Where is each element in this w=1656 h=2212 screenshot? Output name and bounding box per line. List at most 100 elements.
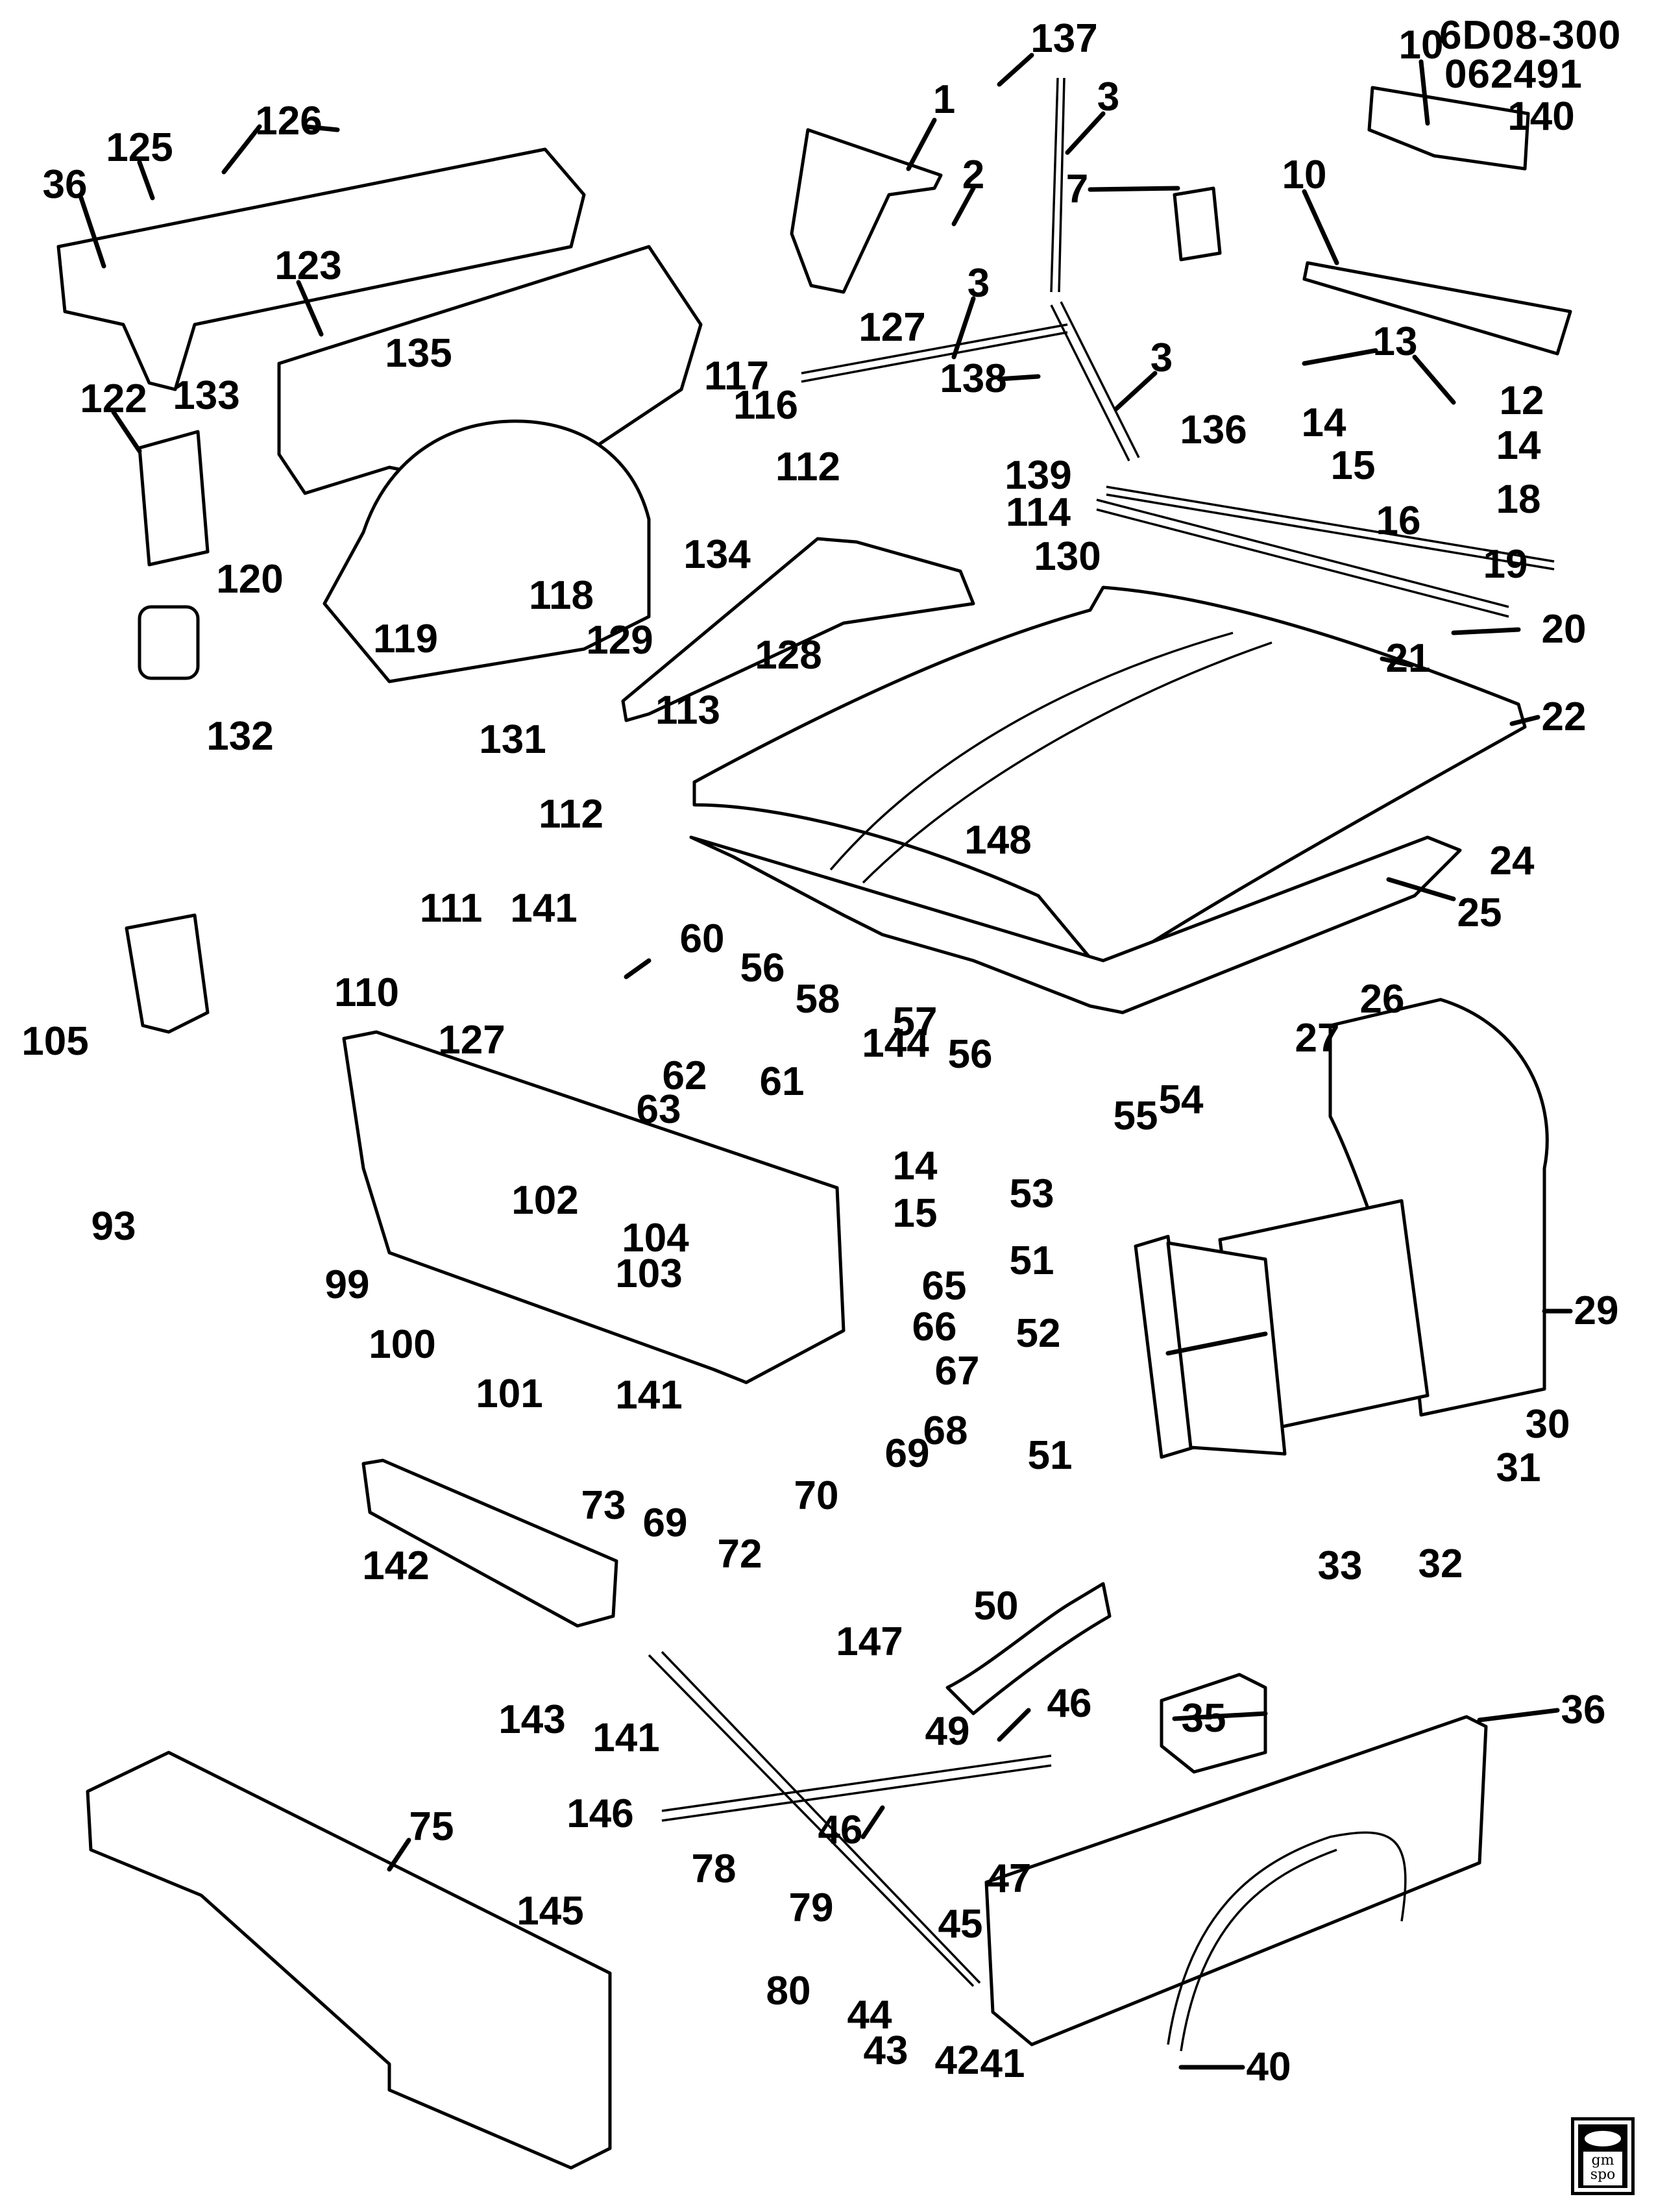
- callout-105: 105: [21, 1019, 89, 1064]
- leader-line: [1165, 1331, 1268, 1356]
- callout-42: 42: [934, 2038, 980, 2083]
- callout-14: 14: [892, 1144, 938, 1188]
- weatherstrip-upper: [1106, 485, 1555, 571]
- fan-shroud: [1328, 998, 1549, 1417]
- leader-line: [1451, 627, 1521, 635]
- callout-65: 65: [921, 1264, 967, 1309]
- weatherstrip-lower: [1096, 498, 1509, 618]
- callout-139: 139: [1005, 453, 1072, 498]
- callout-60: 60: [679, 916, 725, 961]
- callout-29: 29: [1574, 1288, 1619, 1333]
- callout-53: 53: [1009, 1172, 1054, 1216]
- callout-1: 1: [932, 77, 956, 122]
- callout-14: 14: [1301, 400, 1346, 445]
- callout-15: 15: [1330, 443, 1376, 488]
- hinge-rod-diagonal: [1050, 301, 1140, 461]
- callout-138: 138: [940, 356, 1007, 401]
- callout-143: 143: [498, 1697, 566, 1742]
- callout-58: 58: [795, 977, 840, 1022]
- leader-line: [1509, 715, 1540, 726]
- hood-brace: [621, 537, 975, 722]
- callout-21: 21: [1385, 636, 1431, 681]
- callout-69: 69: [642, 1501, 688, 1545]
- leader-line: [997, 1708, 1031, 1742]
- logo-line-2: spo: [1590, 2167, 1616, 2183]
- callout-135: 135: [385, 331, 452, 376]
- callout-78: 78: [691, 1847, 737, 1891]
- callout-100: 100: [369, 1322, 436, 1367]
- callout-3: 3: [1097, 75, 1120, 119]
- callout-47: 47: [986, 1856, 1032, 1901]
- callout-111: 111: [419, 886, 483, 931]
- leader-line: [79, 195, 106, 269]
- leader-line: [951, 186, 976, 227]
- leader-line: [1386, 877, 1456, 902]
- hood-prop-rod: [661, 1754, 1052, 1822]
- callout-24: 24: [1489, 839, 1535, 883]
- date-code: 062491: [1444, 52, 1583, 97]
- callout-30: 30: [1525, 1402, 1570, 1447]
- leader-line: [906, 117, 937, 171]
- callout-133: 133: [173, 373, 240, 418]
- leader-line: [1114, 371, 1158, 412]
- callout-45: 45: [938, 1902, 983, 1947]
- callout-137: 137: [1030, 16, 1098, 61]
- callout-56: 56: [947, 1032, 993, 1077]
- fender-upper: [56, 147, 586, 391]
- leader-line: [302, 124, 340, 132]
- callout-13: 13: [1372, 319, 1418, 364]
- callout-66: 66: [912, 1305, 957, 1349]
- callout-33: 33: [1317, 1543, 1363, 1588]
- callout-112: 112: [538, 792, 604, 837]
- callout-49: 49: [925, 1709, 970, 1754]
- callout-46: 46: [818, 1808, 863, 1852]
- callout-120: 120: [216, 557, 284, 602]
- callout-61: 61: [759, 1059, 805, 1104]
- callout-69: 69: [884, 1431, 930, 1476]
- callout-141: 141: [510, 886, 578, 931]
- wheel-opening-molding: [1167, 1831, 1407, 2052]
- callout-116: 116: [733, 383, 799, 428]
- callout-56: 56: [740, 946, 785, 990]
- leader-line: [137, 160, 155, 201]
- callout-141: 141: [592, 1715, 660, 1760]
- leader-line: [1477, 1708, 1560, 1723]
- leader-line: [1419, 59, 1430, 126]
- callout-36: 36: [1561, 1688, 1606, 1732]
- callout-127: 127: [858, 305, 926, 350]
- callout-114: 114: [1005, 490, 1071, 535]
- callout-127: 127: [438, 1018, 505, 1063]
- leader-line: [1302, 189, 1339, 265]
- callout-27: 27: [1295, 1016, 1340, 1061]
- coolant-reservoir: [125, 913, 210, 1034]
- front-filler-panel: [361, 1458, 618, 1628]
- callout-147: 147: [836, 1619, 903, 1664]
- callout-130: 130: [1034, 534, 1101, 579]
- callout-41: 41: [980, 2041, 1025, 2086]
- callout-131: 131: [479, 717, 546, 762]
- callout-73: 73: [581, 1483, 626, 1528]
- wheelhouse: [323, 419, 651, 683]
- callout-93: 93: [91, 1204, 136, 1249]
- callout-52: 52: [1016, 1311, 1061, 1356]
- callout-99: 99: [324, 1262, 370, 1307]
- callout-68: 68: [923, 1408, 968, 1453]
- callout-18: 18: [1496, 477, 1541, 522]
- callout-22: 22: [1541, 694, 1587, 739]
- callout-142: 142: [362, 1543, 430, 1588]
- callout-50: 50: [973, 1584, 1019, 1628]
- leader-line: [997, 374, 1041, 382]
- hood-ridge: [829, 632, 1272, 884]
- leader-line: [1172, 1711, 1268, 1721]
- leader-line: [387, 1837, 411, 1872]
- callout-126: 126: [255, 99, 323, 143]
- callout-117: 117: [703, 354, 770, 399]
- vapor-canister: [138, 605, 200, 680]
- radiator-support: [342, 1030, 846, 1384]
- callout-70: 70: [794, 1473, 839, 1518]
- hood-panel: [692, 585, 1527, 976]
- leader-line: [997, 53, 1034, 87]
- callout-3: 3: [967, 261, 990, 306]
- leader-line: [1302, 348, 1378, 366]
- callout-132: 132: [206, 714, 274, 759]
